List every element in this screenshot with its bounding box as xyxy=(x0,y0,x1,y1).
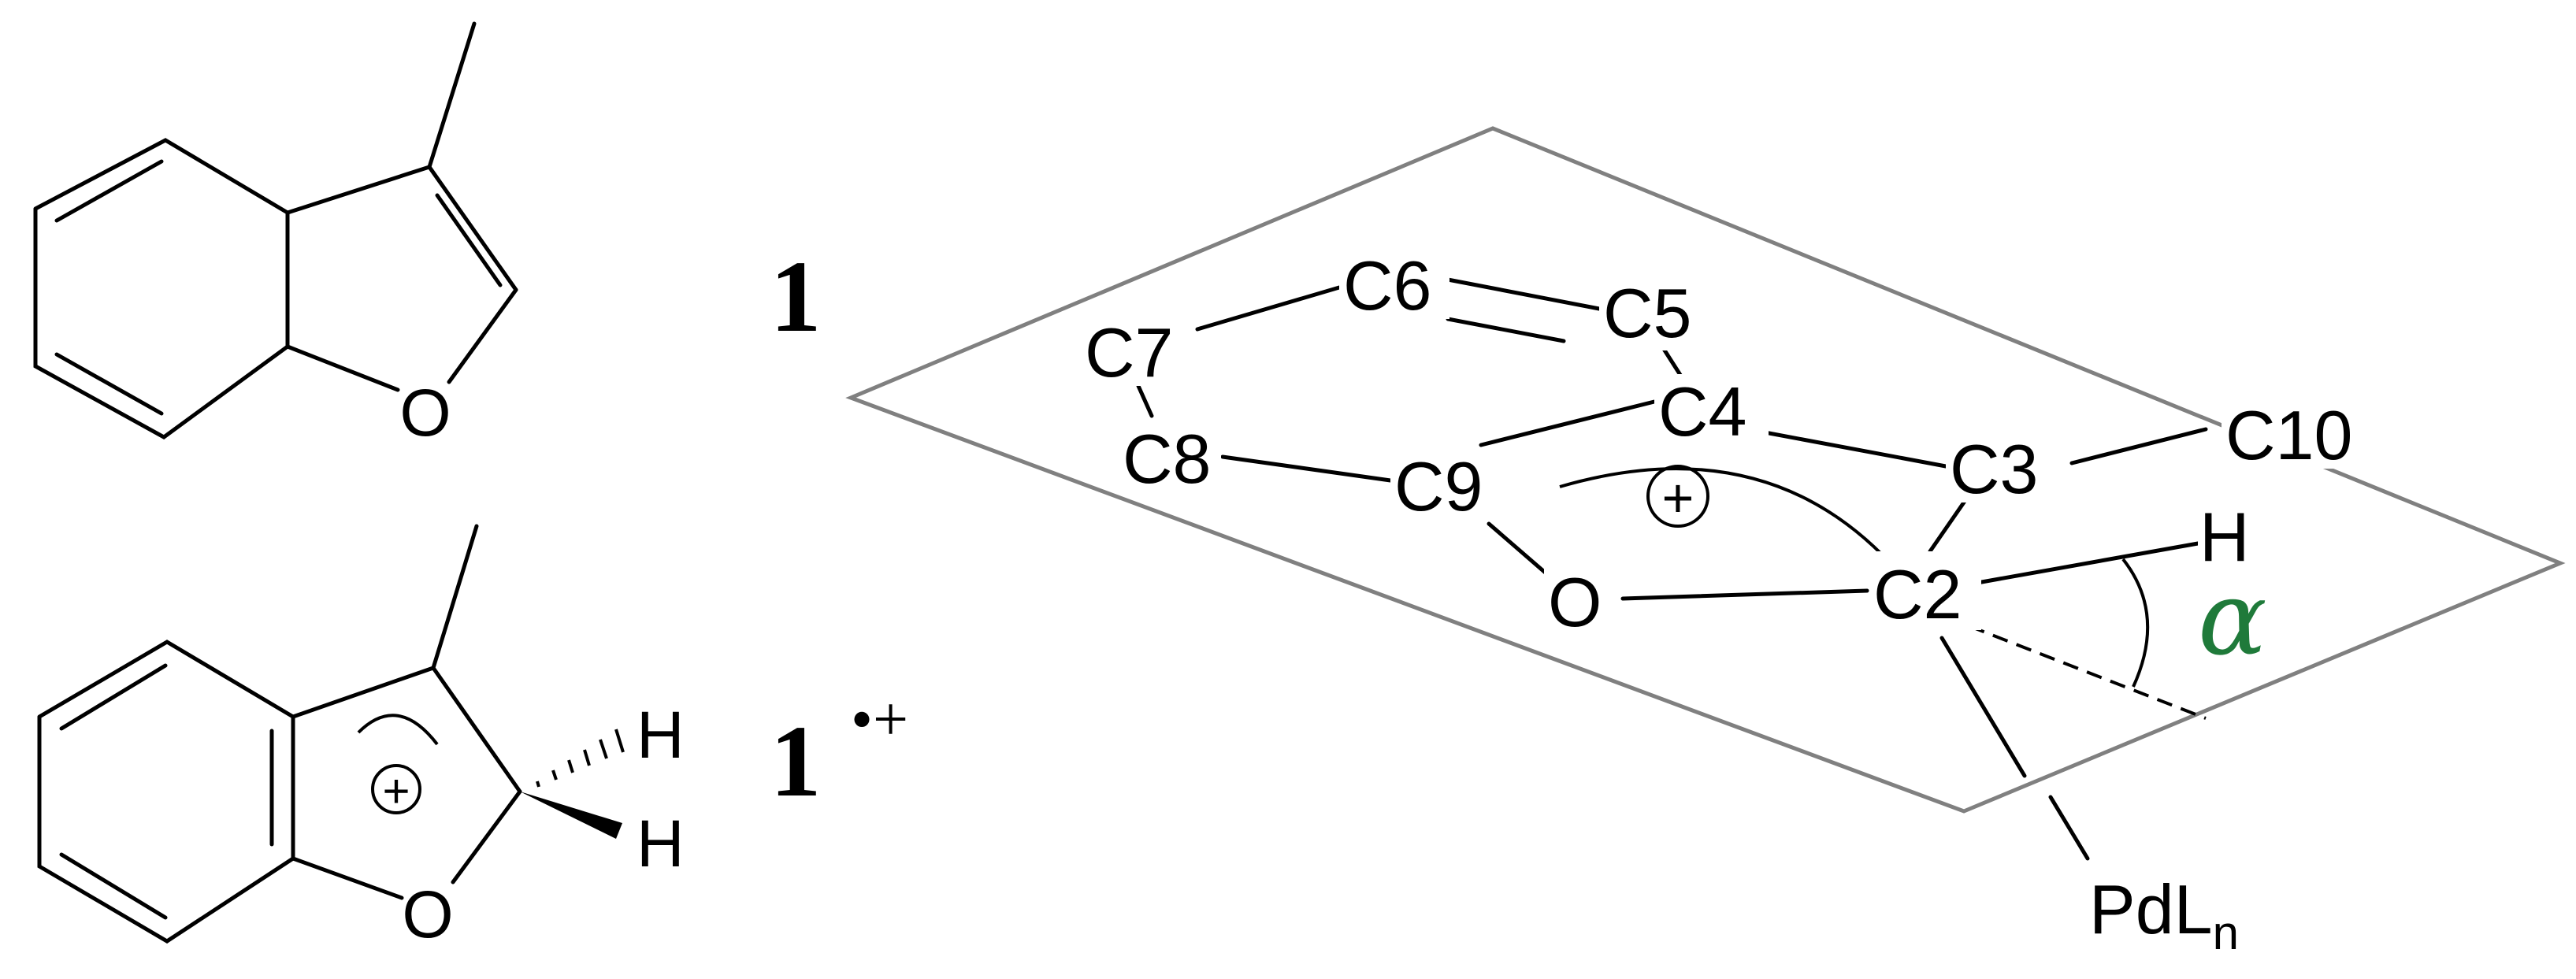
molecule-1-label: 1 xyxy=(770,240,822,354)
hydrogen-top: H xyxy=(637,698,685,772)
palladium-ligand-label: PdLn xyxy=(2089,870,2239,959)
ring-charge-symbol: + xyxy=(382,765,410,818)
molecule-1-oxygen: O xyxy=(399,376,451,450)
alpha-reference-line xyxy=(1969,625,2207,720)
molecule-1-radical-cation-structure: + H H O xyxy=(37,524,685,951)
atom-c6: C6 xyxy=(1343,247,1432,324)
wedge-bond xyxy=(520,792,622,839)
radical-cation-oxygen: O xyxy=(402,877,453,951)
hydrogen-bottom: H xyxy=(637,807,685,881)
hashed-wedge-bond xyxy=(536,729,625,788)
atom-c4: C4 xyxy=(1658,373,1747,451)
atom-c7: C7 xyxy=(1085,313,1174,391)
alpha-angle-label: α xyxy=(2198,558,2267,678)
scheme-bonds: + xyxy=(1136,277,2208,861)
alpha-angle-arc xyxy=(2121,558,2150,688)
ring-charge-circle xyxy=(371,764,421,814)
label-backgrounds xyxy=(1083,248,2379,638)
molecule-1-structure: O xyxy=(33,21,518,450)
atom-c9: C9 xyxy=(1394,447,1483,525)
atom-c10: C10 xyxy=(2225,396,2352,474)
atom-c5: C5 xyxy=(1603,274,1692,352)
palladium-ligand-text: PdL xyxy=(2089,870,2213,948)
molecule-1-radical-cation-label: 1 xyxy=(770,705,822,818)
atom-c8: C8 xyxy=(1123,420,1212,498)
radical-cation-charge: •+ xyxy=(851,685,908,755)
atom-h: H xyxy=(2199,498,2250,576)
molecular-plane xyxy=(845,126,2566,814)
scheme-charge-circle xyxy=(1646,465,1709,528)
ligand-count-subscript: n xyxy=(2213,907,2239,959)
scheme-charge-symbol: + xyxy=(1662,467,1694,528)
atom-o: O xyxy=(1548,563,1602,641)
atom-c3: C3 xyxy=(1950,430,2039,508)
scheme-atom-labels: C6 C5 C7 C4 C8 C9 C3 C10 O C2 H α PdLn xyxy=(1085,247,2352,959)
delocalization-arc xyxy=(1559,467,1884,557)
atom-c2: C2 xyxy=(1873,555,1962,633)
